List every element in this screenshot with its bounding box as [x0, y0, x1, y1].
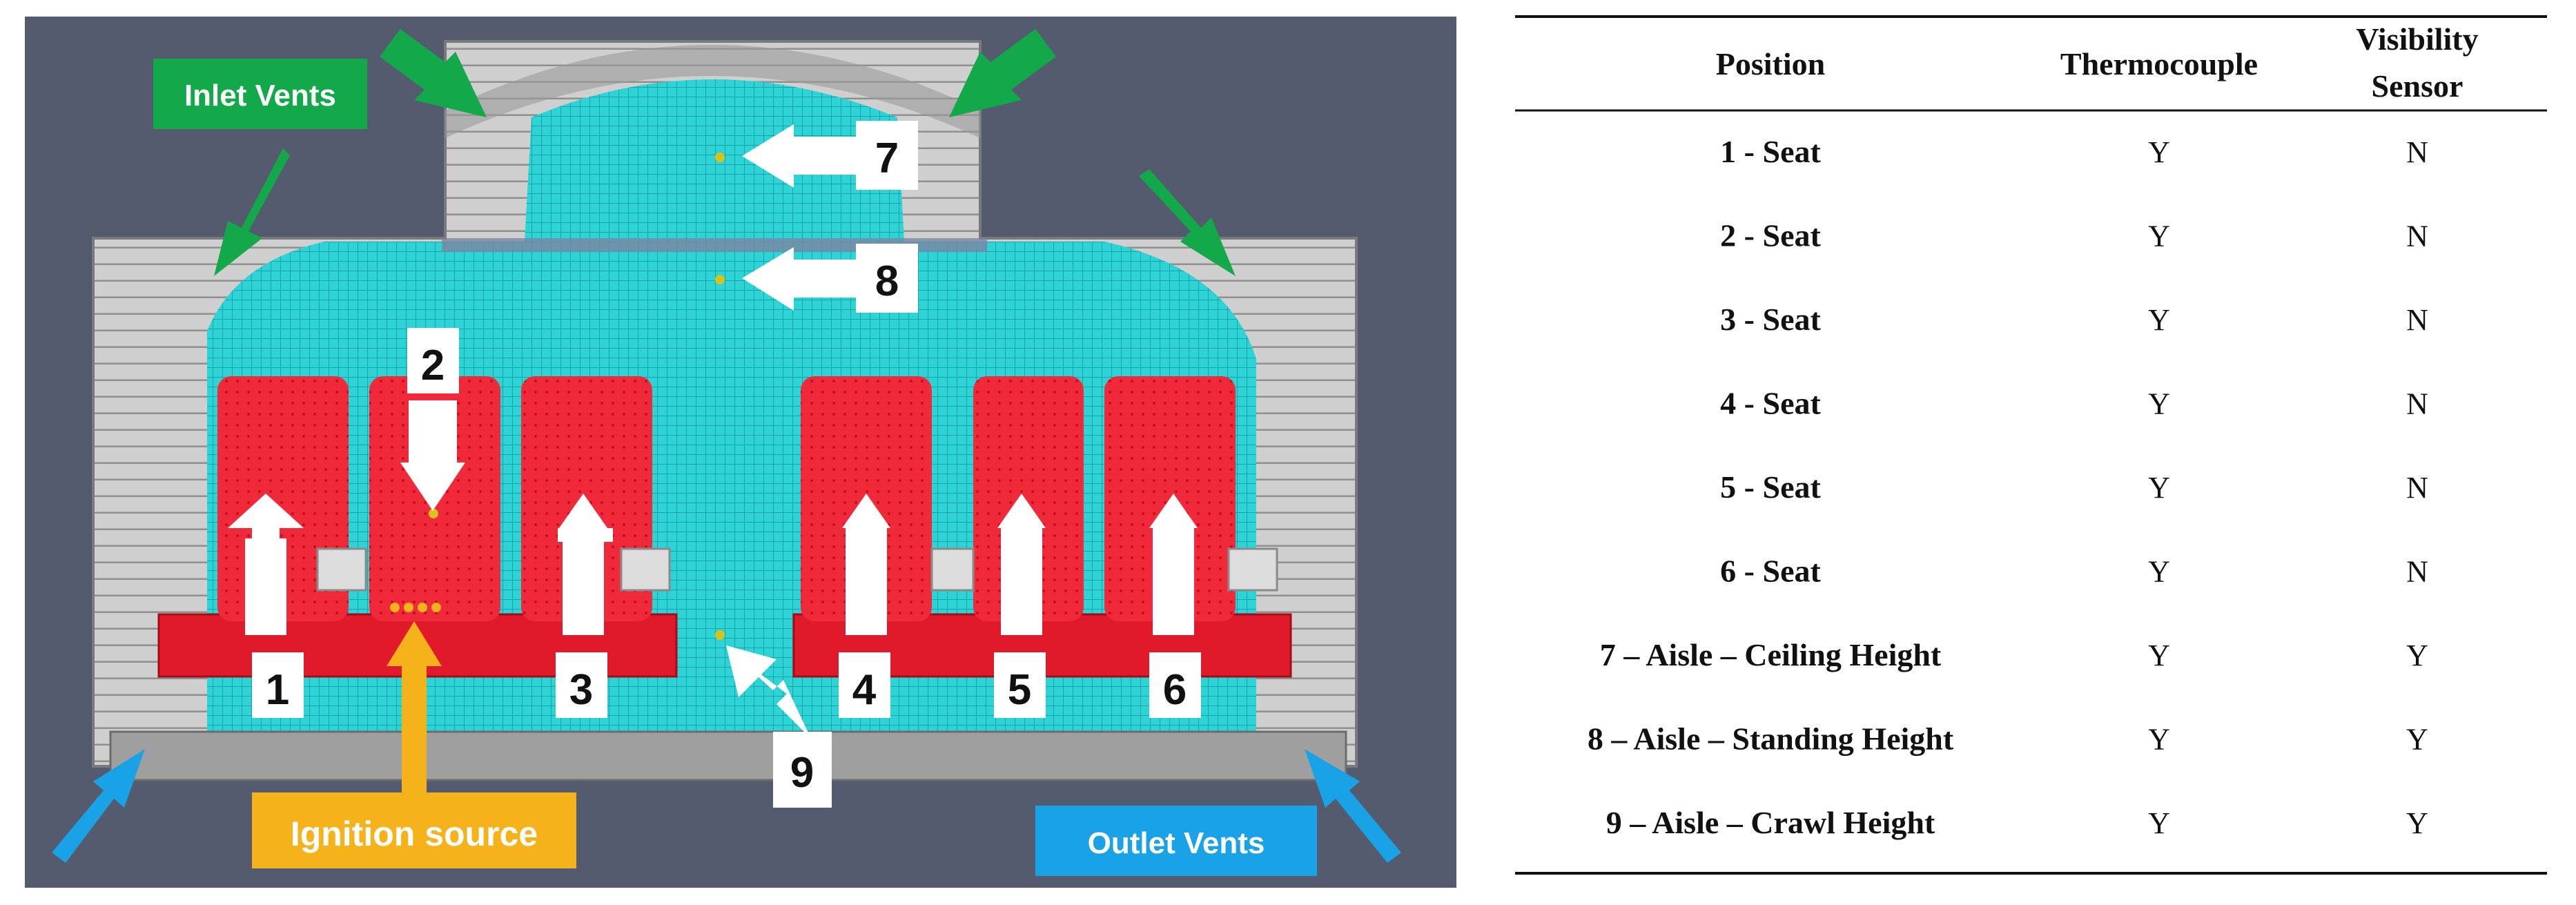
- cell-visibility: N: [2406, 135, 2428, 169]
- table-row: 5 - Seat Y N: [1720, 469, 2428, 505]
- cell-thermocouple: Y: [2148, 723, 2170, 757]
- armrest: [1227, 547, 1278, 592]
- table-row: 6 - Seat Y N: [1720, 554, 2428, 589]
- cell-visibility: N: [2406, 303, 2428, 337]
- table-row: 4 - Seat Y N: [1720, 386, 2428, 421]
- marker-7: 7: [875, 135, 899, 182]
- cell-thermocouple: Y: [2148, 555, 2170, 589]
- marker-9: 9: [790, 749, 814, 797]
- sensor-dot: [715, 630, 725, 640]
- armrest: [620, 547, 671, 592]
- cell-thermocouple: Y: [2148, 387, 2170, 421]
- cell-visibility: Y: [2406, 806, 2428, 840]
- cell-thermocouple: Y: [2148, 220, 2170, 253]
- header-position: Position: [1716, 46, 1825, 81]
- cell-visibility: N: [2406, 555, 2428, 589]
- cabin-floor: [109, 730, 1347, 781]
- header-visibility: Visibility: [2356, 21, 2478, 57]
- cell-position: 8 – Aisle – Standing Height: [1588, 721, 1954, 757]
- table-row: 9 – Aisle – Crawl Height Y Y: [1606, 805, 2428, 840]
- cell-position: 7 – Aisle – Ceiling Height: [1600, 637, 1942, 672]
- marker-arrows: [228, 124, 1198, 739]
- marker-8: 8: [875, 257, 899, 305]
- cell-thermocouple: Y: [2148, 135, 2170, 169]
- marker-6: 6: [1163, 666, 1187, 714]
- cell-visibility: N: [2406, 220, 2428, 253]
- inlet-label-box: [153, 59, 367, 129]
- marker-1: 1: [266, 666, 289, 714]
- cell-thermocouple: Y: [2148, 806, 2170, 840]
- standing-plane: [442, 238, 987, 252]
- marker-4: 4: [852, 666, 877, 714]
- ceiling-arch: [445, 45, 980, 138]
- sensor-table: Position Thermocouple Visibility Sensor …: [1515, 15, 2547, 875]
- cell-visibility: Y: [2406, 639, 2428, 672]
- cell-position: 4 - Seat: [1720, 386, 1821, 421]
- cell-position: 9 – Aisle – Crawl Height: [1606, 805, 1935, 840]
- outlet-label-box: [1035, 806, 1317, 876]
- inlet-vents-label: Inlet Vents: [184, 79, 336, 113]
- inlet-arrows: [214, 29, 1236, 276]
- table-row: 1 - Seat Y N: [1720, 134, 2428, 169]
- armrest: [316, 547, 367, 592]
- marker-2: 2: [421, 342, 445, 389]
- cell-visibility: N: [2406, 387, 2428, 421]
- ignition-label-box: [252, 792, 576, 868]
- cell-position: 6 - Seat: [1720, 554, 1821, 589]
- table-row: 2 - Seat Y N: [1720, 218, 2428, 253]
- ignition-dots: [390, 603, 441, 612]
- ignition-arrow: [387, 621, 442, 794]
- cell-visibility: N: [2406, 471, 2428, 505]
- ignition-source-label: Ignition source: [291, 815, 538, 853]
- cell-thermocouple: Y: [2148, 303, 2170, 337]
- cell-visibility: Y: [2406, 723, 2428, 757]
- header-sensor: Sensor: [2372, 68, 2463, 104]
- table-row: 8 – Aisle – Standing Height Y Y: [1588, 721, 2428, 757]
- sensor-dot: [429, 509, 438, 518]
- marker-3: 3: [569, 666, 593, 714]
- cabin-render: 1 2 3 4 5 6 7 8 9 Inlet Vents: [25, 17, 1456, 888]
- outlet-vents-label: Outlet Vents: [1088, 826, 1265, 860]
- sensor-dot: [715, 153, 725, 162]
- header-thermocouple: Thermocouple: [2060, 46, 2258, 81]
- arrow-up: [228, 494, 304, 542]
- table-row: 7 – Aisle – Ceiling Height Y Y: [1600, 637, 2428, 672]
- marker-labels: 1 2 3 4 5 6 7 8 9: [252, 121, 1201, 808]
- cell-thermocouple: Y: [2148, 471, 2170, 505]
- cell-position: 5 - Seat: [1720, 469, 1821, 505]
- marker-5: 5: [1008, 666, 1031, 714]
- table-row: 3 - Seat Y N: [1720, 302, 2428, 337]
- outlet-arrows: [52, 749, 1401, 863]
- cell-position: 1 - Seat: [1720, 134, 1821, 169]
- cell-thermocouple: Y: [2148, 639, 2170, 672]
- cell-position: 3 - Seat: [1720, 302, 1821, 337]
- sensor-dot: [715, 275, 725, 284]
- armrest: [930, 547, 975, 592]
- cell-position: 2 - Seat: [1720, 218, 1821, 253]
